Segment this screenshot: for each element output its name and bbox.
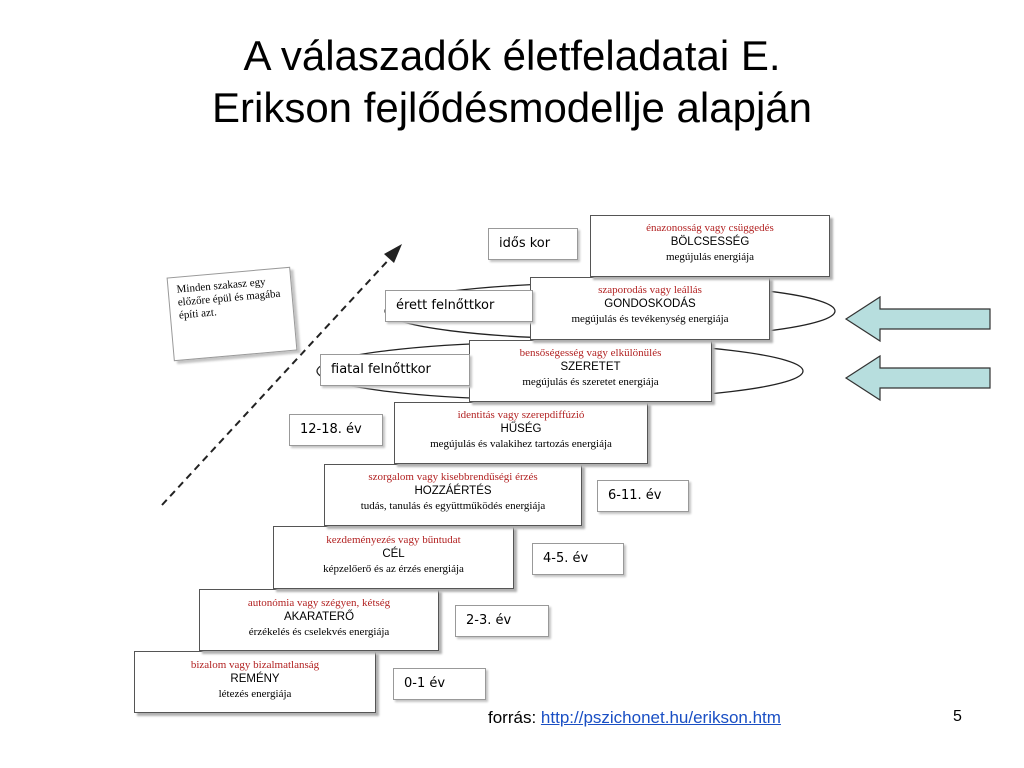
stage-virtue: AKARATERŐ [283,610,355,623]
stage-crisis: autonómia vagy szégyen, kétség [247,597,391,609]
age-label-6-11: 6-11. év [597,480,689,512]
stage-virtue: REMÉNY [230,672,280,685]
stage-box-4: szorgalom vagy kisebbrendűségi érzés HOZ… [324,464,582,526]
title-line-2: Erikson fejlődésmodellje alapján [211,84,813,131]
growth-arrow-line [161,254,394,506]
age-label-old-age: idős kor [488,228,578,260]
source-link[interactable]: http://pszichonet.hu/erikson.htm [540,708,781,727]
growth-arrow-head [384,244,402,263]
stage-virtue: HOZZÁÉRTÉS [414,484,492,497]
page-number: 5 [953,708,962,725]
left-arrow-icon-1 [844,295,991,343]
source-line: forrás: http://pszichonet.hu/erikson.htm [488,708,781,728]
stage-box-7: szaporodás vagy leállás GONDOSKODÁS megú… [530,277,770,340]
source-label: forrás: [488,708,537,727]
stage-virtue: HŰSÉG [500,422,542,435]
slide-title: A válaszadók életfeladatai E. Erikson fe… [40,30,984,134]
stage-virtue: BÖLCSESSÉG [670,235,750,248]
stage-energy: létezés energiája [218,688,292,700]
title-line-1: A válaszadók életfeladatai E. [243,32,781,79]
stage-box-2: autonómia vagy szégyen, kétség AKARATERŐ… [199,589,439,651]
stage-energy: megújulás energiája [665,251,755,263]
stage-energy: megújulás és szeretet energiája [522,376,659,388]
stage-box-8: énazonosság vagy csüggedés BÖLCSESSÉG me… [590,215,830,277]
stage-crisis: kezdeményezés vagy bűntudat [326,534,461,546]
stage-energy: megújulás és valakihez tartozás energiáj… [430,438,612,450]
stage-crisis: énazonosság vagy csüggedés [646,222,774,234]
age-label-mature-adult: érett felnőttkor [385,290,533,322]
age-label-0-1: 0-1 év [393,668,486,700]
stage-crisis: bizalom vagy bizalmatlanság [190,659,320,671]
stage-energy: érzékelés és cselekvés energiája [248,626,390,638]
stage-virtue: SZERETET [560,360,621,373]
stage-crisis: szorgalom vagy kisebbrendűségi érzés [368,471,538,483]
stage-energy: képzelőerő és az érzés energiája [323,563,464,575]
age-label-young-adult: fiatal felnőttkor [320,354,470,386]
age-label-2-3: 2-3. év [455,605,549,637]
stage-energy: megújulás és tevékenység energiája [571,313,729,325]
stage-virtue: CÉL [382,547,405,560]
stage-box-1: bizalom vagy bizalmatlanság REMÉNY létez… [134,651,376,713]
stage-crisis: bensőségesség vagy elkülönülés [519,347,662,359]
age-label-12-18: 12-18. év [289,414,383,446]
left-arrow-icon-2 [844,354,991,402]
note-box: Minden szakasz egy előzőre épül és magáb… [166,266,298,362]
stage-crisis: szaporodás vagy leállás [598,284,702,296]
stage-crisis: identitás vagy szerepdiffúzió [457,409,585,421]
stage-box-3: kezdeményezés vagy bűntudat CÉL képzelőe… [273,526,514,589]
stage-virtue: GONDOSKODÁS [604,297,696,310]
stage-energy: tudás, tanulás és együttműködés energiáj… [360,500,546,512]
stage-box-5: identitás vagy szerepdiffúzió HŰSÉG megú… [394,402,648,464]
stage-box-6: bensőségesség vagy elkülönülés SZERETET … [469,340,712,402]
age-label-4-5: 4-5. év [532,543,624,575]
